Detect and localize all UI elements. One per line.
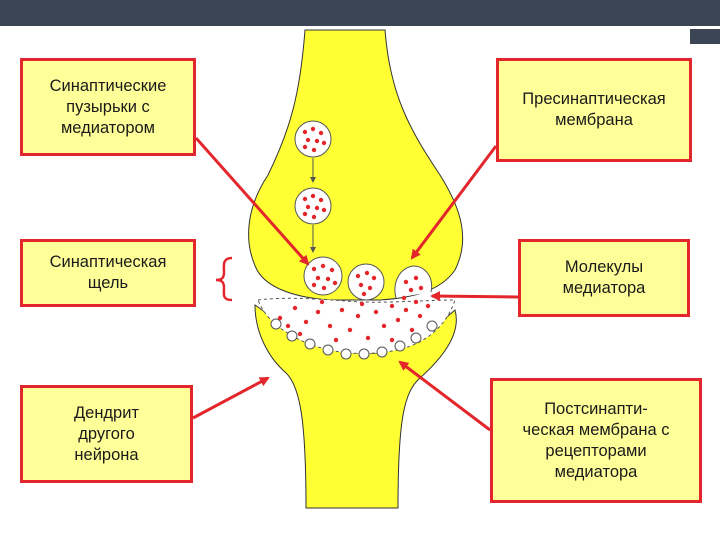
label-presynaptic-membrane: Пресинаптическая мембрана <box>496 58 692 162</box>
vesicle <box>347 263 385 301</box>
label-postsynaptic-membrane: Постсинапти- ческая мембрана с рецептора… <box>490 378 702 503</box>
header-bar <box>0 0 720 26</box>
pointer-arrows <box>192 137 519 432</box>
vesicle <box>294 187 332 225</box>
label-synaptic-cleft: Синаптическая щель <box>20 239 196 307</box>
cleft-bracket <box>215 256 233 302</box>
fused-vesicle <box>394 265 433 299</box>
mediator-molecules <box>277 295 431 343</box>
presynaptic-terminal <box>248 29 464 301</box>
header-accent <box>690 0 720 44</box>
header-rule <box>0 26 720 29</box>
label-dendrite: Дендрит другого нейрона <box>20 385 193 483</box>
label-mediator-molecules: Молекулы медиатора <box>518 239 690 317</box>
label-synaptic-vesicles: Синаптические пузырьки с медиатором <box>20 58 196 156</box>
vesicle <box>294 120 332 158</box>
vesicle <box>303 256 343 296</box>
receptor-bumps <box>270 318 438 360</box>
